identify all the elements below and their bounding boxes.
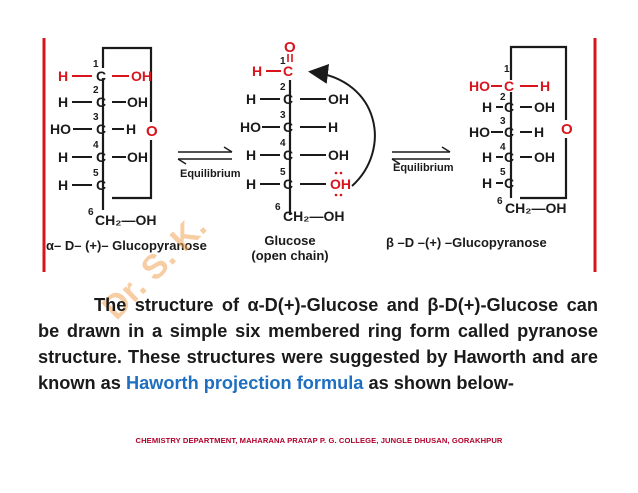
open-c1-left: H bbox=[252, 63, 262, 79]
open-c2-carbon: C bbox=[283, 91, 293, 107]
open-c3-left: HO bbox=[240, 119, 261, 135]
alpha-c4-right: OH bbox=[127, 149, 148, 165]
alpha-name: α– D– (+)– Glucopyranose bbox=[46, 238, 207, 253]
open-c6-num: 6 bbox=[275, 202, 281, 213]
alpha-c1-num: 1 bbox=[93, 59, 99, 70]
beta-c4-right: OH bbox=[534, 149, 555, 165]
beta-c1-carbon: C bbox=[504, 78, 514, 94]
alpha-c2-carbon: C bbox=[96, 94, 106, 110]
beta-ring-o: O bbox=[561, 121, 573, 138]
beta-c2-right: OH bbox=[534, 99, 555, 115]
open-c5-num: 5 bbox=[280, 167, 286, 178]
alpha-c3-right: H bbox=[126, 121, 136, 137]
beta-name: β –D –(+) –Glucopyranose bbox=[386, 235, 547, 250]
open-c3-right: H bbox=[328, 119, 338, 135]
open-chain-glucose-structure: O 1 H C 2 H C OH 3 HO C H 4 H C OH 5 H C bbox=[240, 39, 376, 263]
haworth-highlight: Haworth projection formula bbox=[125, 373, 364, 393]
beta-glucopyranose-structure: O 1 HO C H 2 H C OH 3 HO C H 4 H C OH 5 … bbox=[386, 45, 573, 250]
open-c3-carbon: C bbox=[283, 119, 293, 135]
alpha-c4-left: H bbox=[58, 149, 68, 165]
equilibrium-arrows-left: Equilibrium bbox=[177, 146, 241, 180]
alpha-c5-num: 5 bbox=[93, 168, 99, 179]
alpha-c6-num: 6 bbox=[88, 207, 94, 218]
alpha-c4-num: 4 bbox=[93, 140, 99, 151]
alpha-c4-carbon: C bbox=[96, 149, 106, 165]
alpha-c2-right: OH bbox=[127, 94, 148, 110]
alpha-c3-left: HO bbox=[50, 121, 71, 137]
alpha-c2-left: H bbox=[58, 94, 68, 110]
open-c2-right: OH bbox=[328, 91, 349, 107]
open-chain-name-2: (open chain) bbox=[251, 248, 328, 263]
beta-c4-carbon: C bbox=[504, 149, 514, 165]
glucose-structures-figure: O 1 H C OH 2 H C OH 3 HO C H 4 H C OH 5 … bbox=[42, 38, 597, 272]
beta-c3-num: 3 bbox=[500, 116, 506, 127]
equilibrium-label-left: Equilibrium bbox=[180, 168, 241, 180]
curved-attack-arrow bbox=[308, 63, 376, 187]
open-c5-carbon: C bbox=[283, 176, 293, 192]
open-c5-left: H bbox=[246, 176, 256, 192]
open-c5-right: OH bbox=[330, 176, 351, 192]
open-c1-num: 1 bbox=[280, 56, 286, 67]
open-aldehyde-o: O bbox=[284, 39, 296, 56]
open-c1-carbon: C bbox=[283, 63, 293, 79]
beta-c5-num: 5 bbox=[500, 167, 506, 178]
alpha-c1-left: H bbox=[58, 68, 68, 84]
alpha-glucopyranose-structure: O 1 H C OH 2 H C OH 3 HO C H 4 H C OH 5 … bbox=[46, 46, 207, 253]
alpha-c1-right: OH bbox=[131, 68, 152, 84]
open-c4-num: 4 bbox=[280, 138, 286, 149]
equilibrium-arrows-right: Equilibrium bbox=[391, 146, 454, 174]
open-c4-right: OH bbox=[328, 147, 349, 163]
beta-c2-carbon: C bbox=[504, 99, 514, 115]
beta-c2-left: H bbox=[482, 99, 492, 115]
alpha-c1-carbon: C bbox=[96, 68, 106, 84]
beta-c1-num: 1 bbox=[504, 64, 510, 75]
body-paragraph: The structure of α-D(+)-Glucose and β-D(… bbox=[38, 292, 598, 396]
beta-c3-carbon: C bbox=[504, 124, 514, 140]
paragraph-text-2: as shown below- bbox=[363, 373, 514, 393]
alpha-c5-carbon: C bbox=[96, 177, 106, 193]
beta-c5-left: H bbox=[482, 175, 492, 191]
open-c6-group: CH₂—OH bbox=[283, 208, 344, 224]
beta-c2-num: 2 bbox=[500, 92, 506, 103]
beta-c1-right: H bbox=[540, 78, 550, 94]
beta-c3-left: HO bbox=[469, 124, 490, 140]
alpha-ring-o: O bbox=[146, 123, 158, 140]
open-c2-num: 2 bbox=[280, 82, 286, 93]
footer-credit: CHEMISTRY DEPARTMENT, MAHARANA PRATAP P.… bbox=[135, 436, 503, 445]
alpha-c2-num: 2 bbox=[93, 85, 99, 96]
beta-c1-left: HO bbox=[469, 78, 490, 94]
beta-c3-right: H bbox=[534, 124, 544, 140]
open-chain-name-1: Glucose bbox=[264, 233, 315, 248]
beta-c6-group: CH₂—OH bbox=[505, 200, 566, 216]
beta-c6-num: 6 bbox=[497, 196, 503, 207]
alpha-c3-carbon: C bbox=[96, 121, 106, 137]
equilibrium-label-right: Equilibrium bbox=[393, 162, 454, 174]
beta-c4-left: H bbox=[482, 149, 492, 165]
alpha-c3-num: 3 bbox=[93, 112, 99, 123]
beta-c4-num: 4 bbox=[500, 142, 506, 153]
alpha-c6-group: CH₂—OH bbox=[95, 212, 156, 228]
open-c2-left: H bbox=[246, 91, 256, 107]
alpha-c5-left: H bbox=[58, 177, 68, 193]
paragraph-text-1: The structure of α-D(+)-Glucose and β-D(… bbox=[38, 295, 598, 393]
beta-c5-carbon: C bbox=[504, 175, 514, 191]
open-c3-num: 3 bbox=[280, 110, 286, 121]
open-c4-carbon: C bbox=[283, 147, 293, 163]
open-c4-left: H bbox=[246, 147, 256, 163]
